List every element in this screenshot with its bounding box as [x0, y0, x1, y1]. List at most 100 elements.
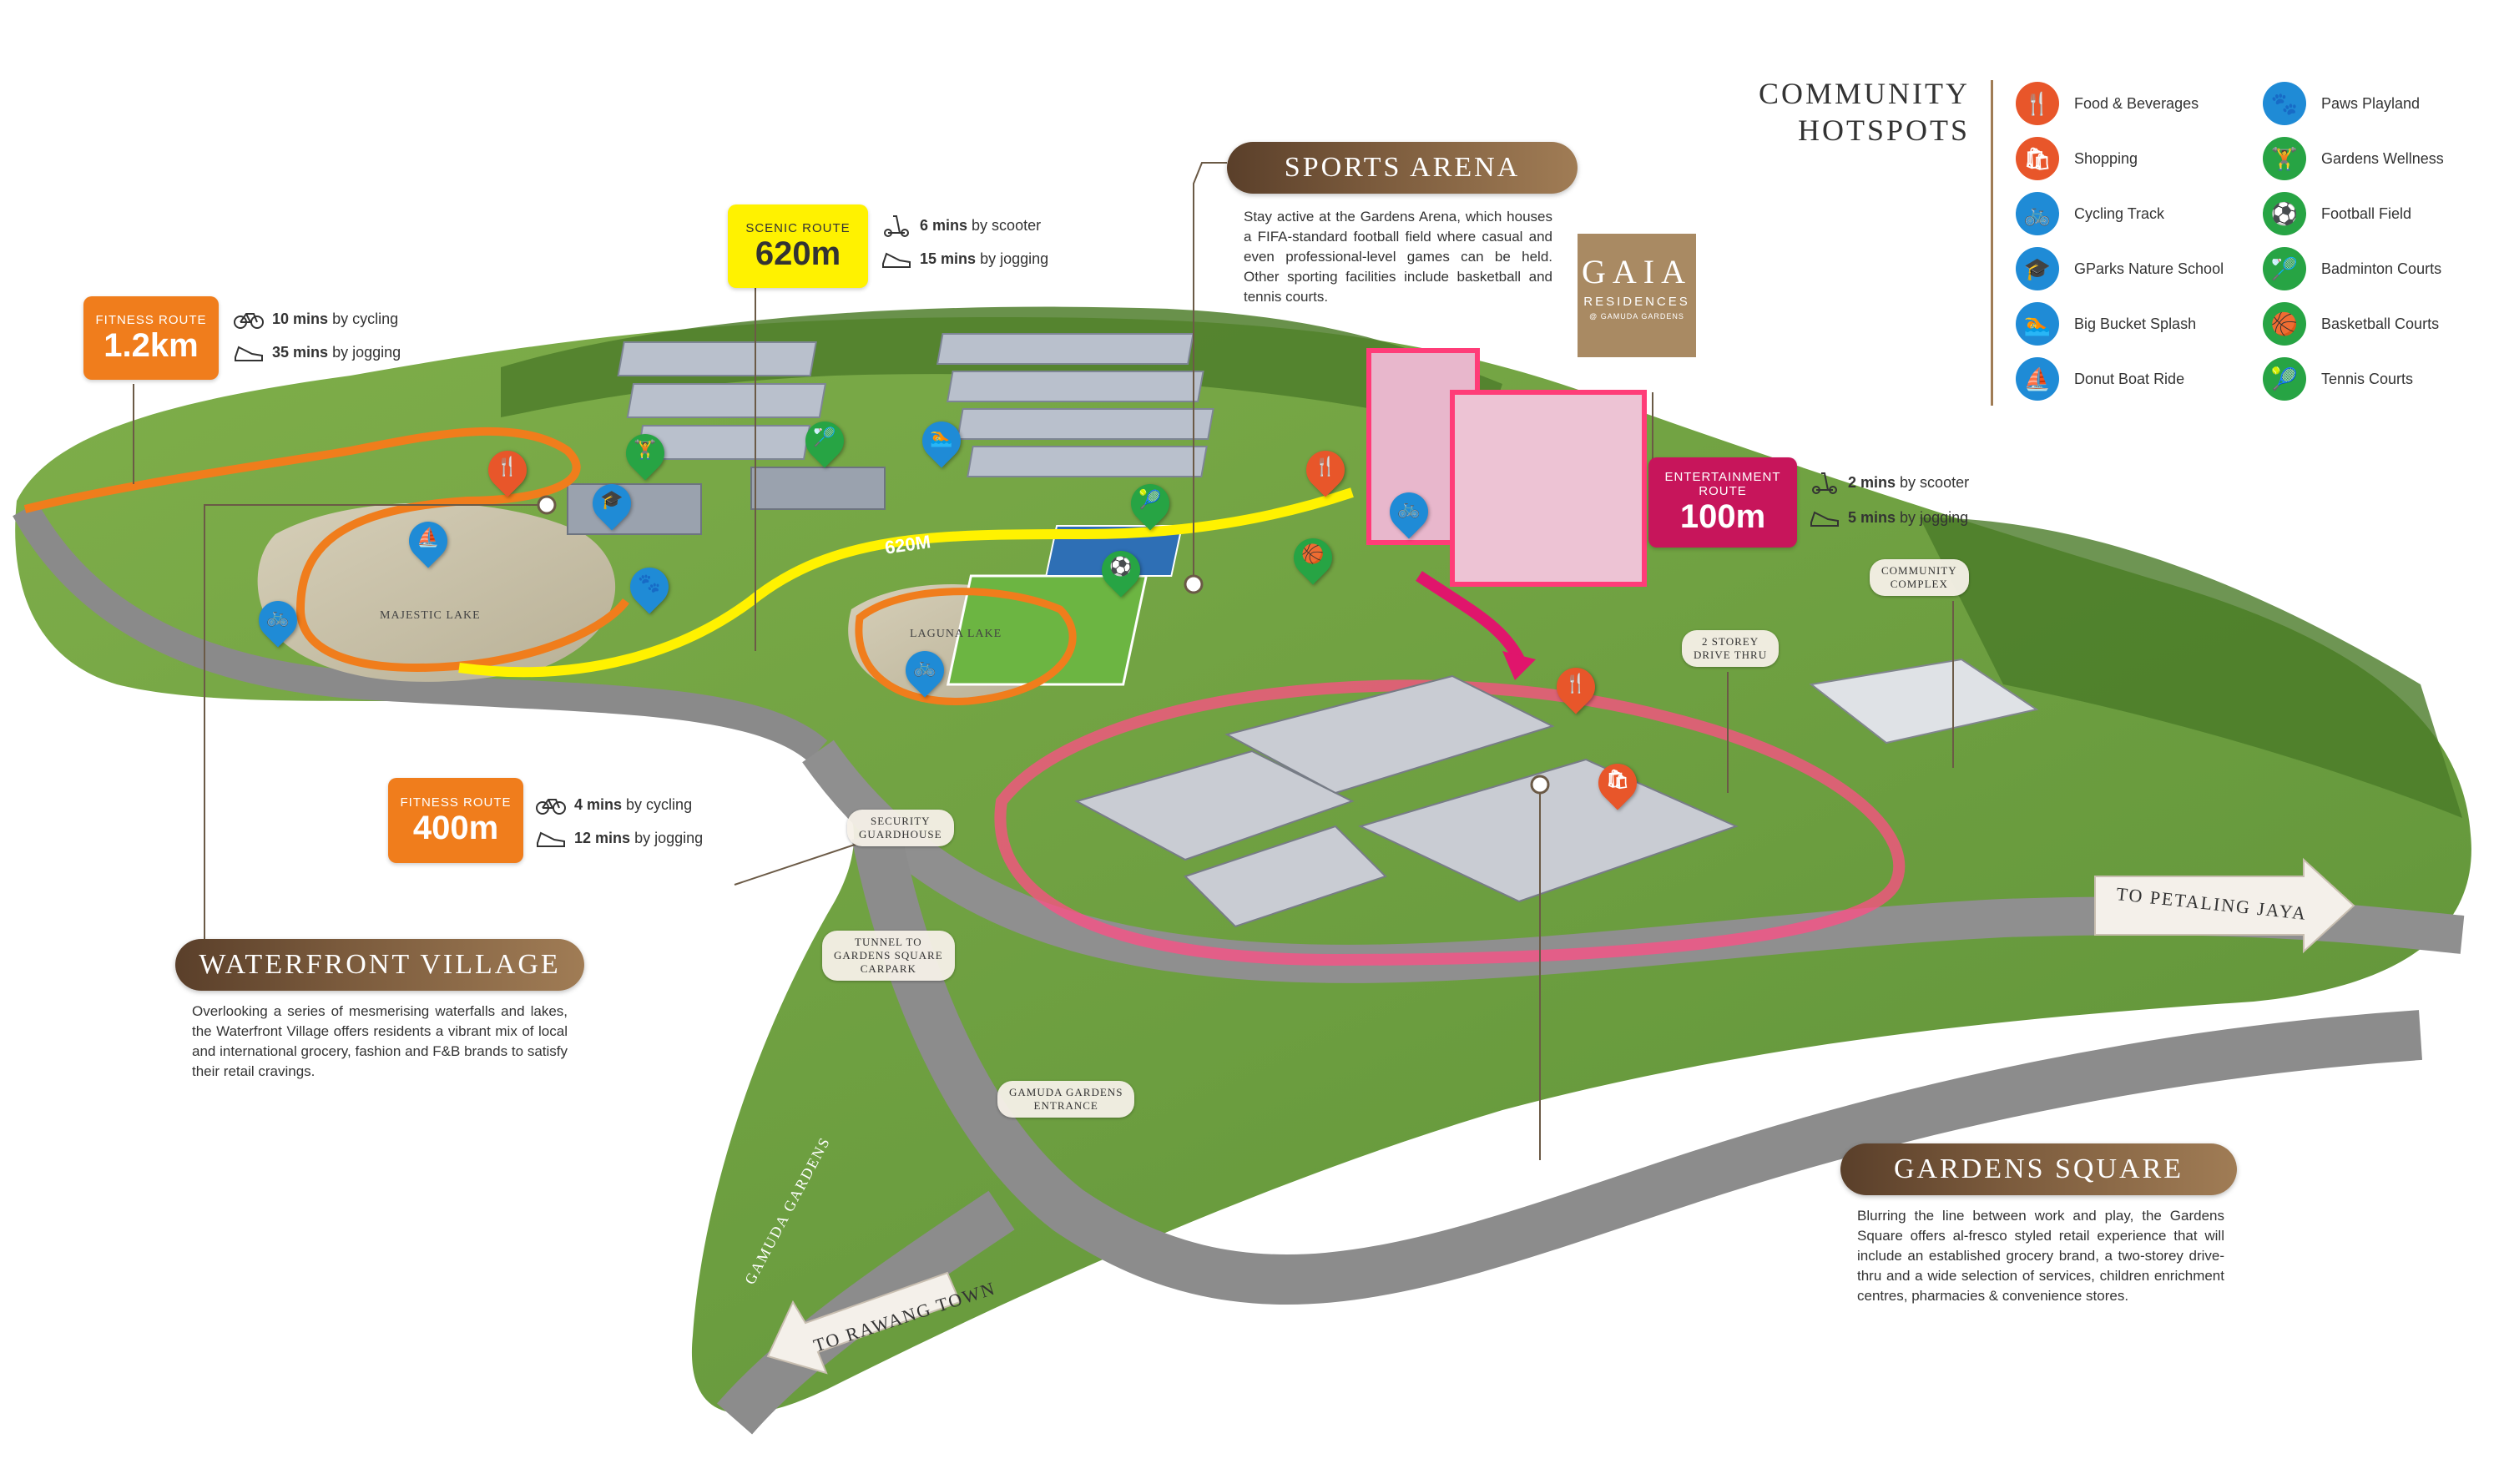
- leader-dots: [537, 495, 1550, 795]
- scooter-icon: [881, 214, 911, 237]
- shopping-bag-icon: 🛍: [2016, 137, 2059, 180]
- fitness-route-1-box: FITNESS ROUTE 1.2km: [83, 296, 219, 380]
- entertainment-route-path: [1416, 571, 1525, 663]
- tunnel-label: TUNNEL TO GARDENS SQUARE CARPARK: [822, 931, 955, 981]
- majestic-lake-water: [257, 502, 616, 682]
- route-distance: 100m: [1679, 498, 1766, 535]
- entertainment-route-arrow: [1502, 651, 1536, 680]
- football-icon: ⚽: [2263, 192, 2306, 235]
- legend-item: 🏸 Badminton Courts: [2263, 247, 2441, 290]
- route-label: FITNESS ROUTE: [400, 795, 512, 810]
- bicycle-icon: [234, 307, 264, 331]
- terrace-houses: [617, 333, 1214, 477]
- waterfront-village-description: Overlooking a series of mesmerising wate…: [192, 1003, 568, 1079]
- shopping-pin: 🛍: [1590, 755, 1645, 812]
- scenic-route-box: SCENIC ROUTE 620m: [728, 204, 868, 288]
- legend-item-label: Food & Beverages: [2074, 94, 2199, 112]
- cycling-pin: 🚲: [1381, 484, 1436, 541]
- bicycle-icon: [536, 793, 566, 816]
- food-icon: 🍴: [2016, 82, 2059, 125]
- gaia-residences-logo: GAIA RESIDENCES @ GAMUDA GARDENS: [1578, 234, 1696, 357]
- cycling-pin: 🚲: [250, 593, 305, 649]
- drive-thru-label: 2 STOREY DRIVE THRU: [1682, 630, 1780, 667]
- tennis-icon: 🎾: [2263, 357, 2306, 401]
- legend-item: 🚲Cycling Track: [2016, 192, 2164, 235]
- legend-item: ⛵ Donut Boat Ride: [2016, 357, 2184, 401]
- swimmer-icon: 🏊: [2016, 302, 2059, 346]
- community-complex-building: [1809, 658, 2039, 745]
- ring-road: [13, 502, 828, 763]
- entertainment-route-jogging-stat: 5 mins by jogging: [1810, 506, 1968, 529]
- route-label: FITNESS ROUTE: [95, 312, 207, 327]
- entrance-label: GAMUDA GARDENS ENTRANCE: [997, 1081, 1135, 1118]
- legend-item: ⚽ Football Field: [2263, 192, 2411, 235]
- waterfront-buildings: [567, 467, 886, 535]
- route-distance: 1.2km: [103, 326, 199, 364]
- legend-item: 🛍Shopping: [2016, 137, 2138, 180]
- legend-item-label: Donut Boat Ride: [2074, 370, 2185, 387]
- dumbbell-icon: 🏋: [2263, 137, 2306, 180]
- legend-item: 🏊 Big Bucket Splash: [2016, 302, 2196, 346]
- fitness-route-1-jogging-stat: 35 mins by jogging: [234, 341, 401, 364]
- forest-edge: [501, 306, 1502, 434]
- gardens-square-description: Blurring the line between work and play,…: [1857, 1208, 2224, 1304]
- legend-item: 🏋Gardens Wellness: [2263, 137, 2444, 180]
- graduation-cap-icon: 🎓: [2016, 247, 2059, 290]
- shoe-icon: [234, 341, 264, 364]
- legend-item: 🏀 Basketball Courts: [2263, 302, 2439, 346]
- route-label: SCENIC ROUTE: [745, 220, 851, 235]
- shoe-icon: [1810, 506, 1840, 529]
- basketball-icon: 🏀: [2263, 302, 2306, 346]
- leader-lines: [133, 162, 1954, 1160]
- gaia-logo-name: GAIA: [1582, 253, 1692, 290]
- route-distance: 620m: [755, 235, 841, 272]
- legend-item-label: Football Field: [2321, 204, 2412, 222]
- fitness-route-2-cycling-stat: 4 mins by cycling: [536, 793, 692, 816]
- food-pin: 🍴: [1548, 659, 1603, 716]
- entertainment-route-scooter-stat: 2 mins by scooter: [1810, 471, 1969, 494]
- food-pin: 🍴: [1298, 442, 1353, 499]
- scenic-route-scooter-stat: 6 mins by scooter: [881, 214, 1041, 237]
- to-rawang-arrow-shape: [766, 1271, 962, 1375]
- nature-school-pin: 🎓: [584, 476, 639, 533]
- shoe-icon: [881, 247, 911, 270]
- scenic-route-path: [458, 487, 1354, 678]
- forest-right: [1920, 517, 2462, 818]
- gardens-square-title: GARDENS SQUARE: [1840, 1143, 2237, 1195]
- legend-item-label: Big Bucket Splash: [2074, 315, 2197, 332]
- tennis-pin: 🎾: [1123, 476, 1178, 533]
- food-pin: 🍴: [480, 442, 535, 499]
- gardens-square-buildings: [1074, 674, 1739, 928]
- entrance-road: [851, 830, 2422, 1305]
- cycling-pin: 🚲: [897, 643, 952, 699]
- fitness-route-2-box: FITNESS ROUTE 400m: [388, 778, 523, 863]
- bicycle-icon: 🚲: [2016, 192, 2059, 235]
- legend-title: COMMUNITY HOTSPOTS: [1758, 77, 1970, 147]
- gardens-square-glow: [994, 679, 1906, 967]
- football-pin: ⚽: [1093, 543, 1149, 599]
- legend-item-label: Tennis Courts: [2321, 370, 2414, 387]
- boat-icon: ⛵: [2016, 357, 2059, 401]
- legend-item-label: Basketball Courts: [2321, 315, 2440, 332]
- sports-arena-description: Stay active at the Gardens Arena, which …: [1244, 209, 1552, 305]
- badminton-pin: 🏸: [797, 413, 852, 470]
- waterfront-village-title: WATERFRONT VILLAGE: [175, 939, 584, 991]
- shoe-icon: [536, 826, 566, 850]
- legend-item: 🎓 GParks Nature School: [2016, 247, 2224, 290]
- legend-item-label: Paws Playland: [2321, 94, 2421, 112]
- badminton-icon: 🏸: [2263, 247, 2306, 290]
- gaia-logo-sub1: RESIDENCES: [1583, 295, 1690, 309]
- basketball-pin: 🏀: [1285, 530, 1340, 587]
- legend-item: 🎾 Tennis Courts: [2263, 357, 2413, 401]
- route-label: ENTERTAINMENT ROUTE: [1664, 470, 1781, 498]
- legend-item-label: Badminton Courts: [2321, 260, 2442, 277]
- paw-icon: 🐾: [2263, 82, 2306, 125]
- legend-item-label: GParks Nature School: [2074, 260, 2224, 277]
- legend-item: 🐾 Paws Playland: [2263, 82, 2420, 125]
- wellness-pin: 🏋: [618, 426, 673, 482]
- fitness-route-2-path: [855, 588, 1077, 705]
- to-petaling-arrow-shape: [2094, 857, 2355, 954]
- fitness-route-2-jogging-stat: 12 mins by jogging: [536, 826, 703, 850]
- gaia-logo-sub2: @ GAMUDA GARDENS: [1589, 312, 1684, 321]
- splash-pin: 🏊: [914, 413, 969, 470]
